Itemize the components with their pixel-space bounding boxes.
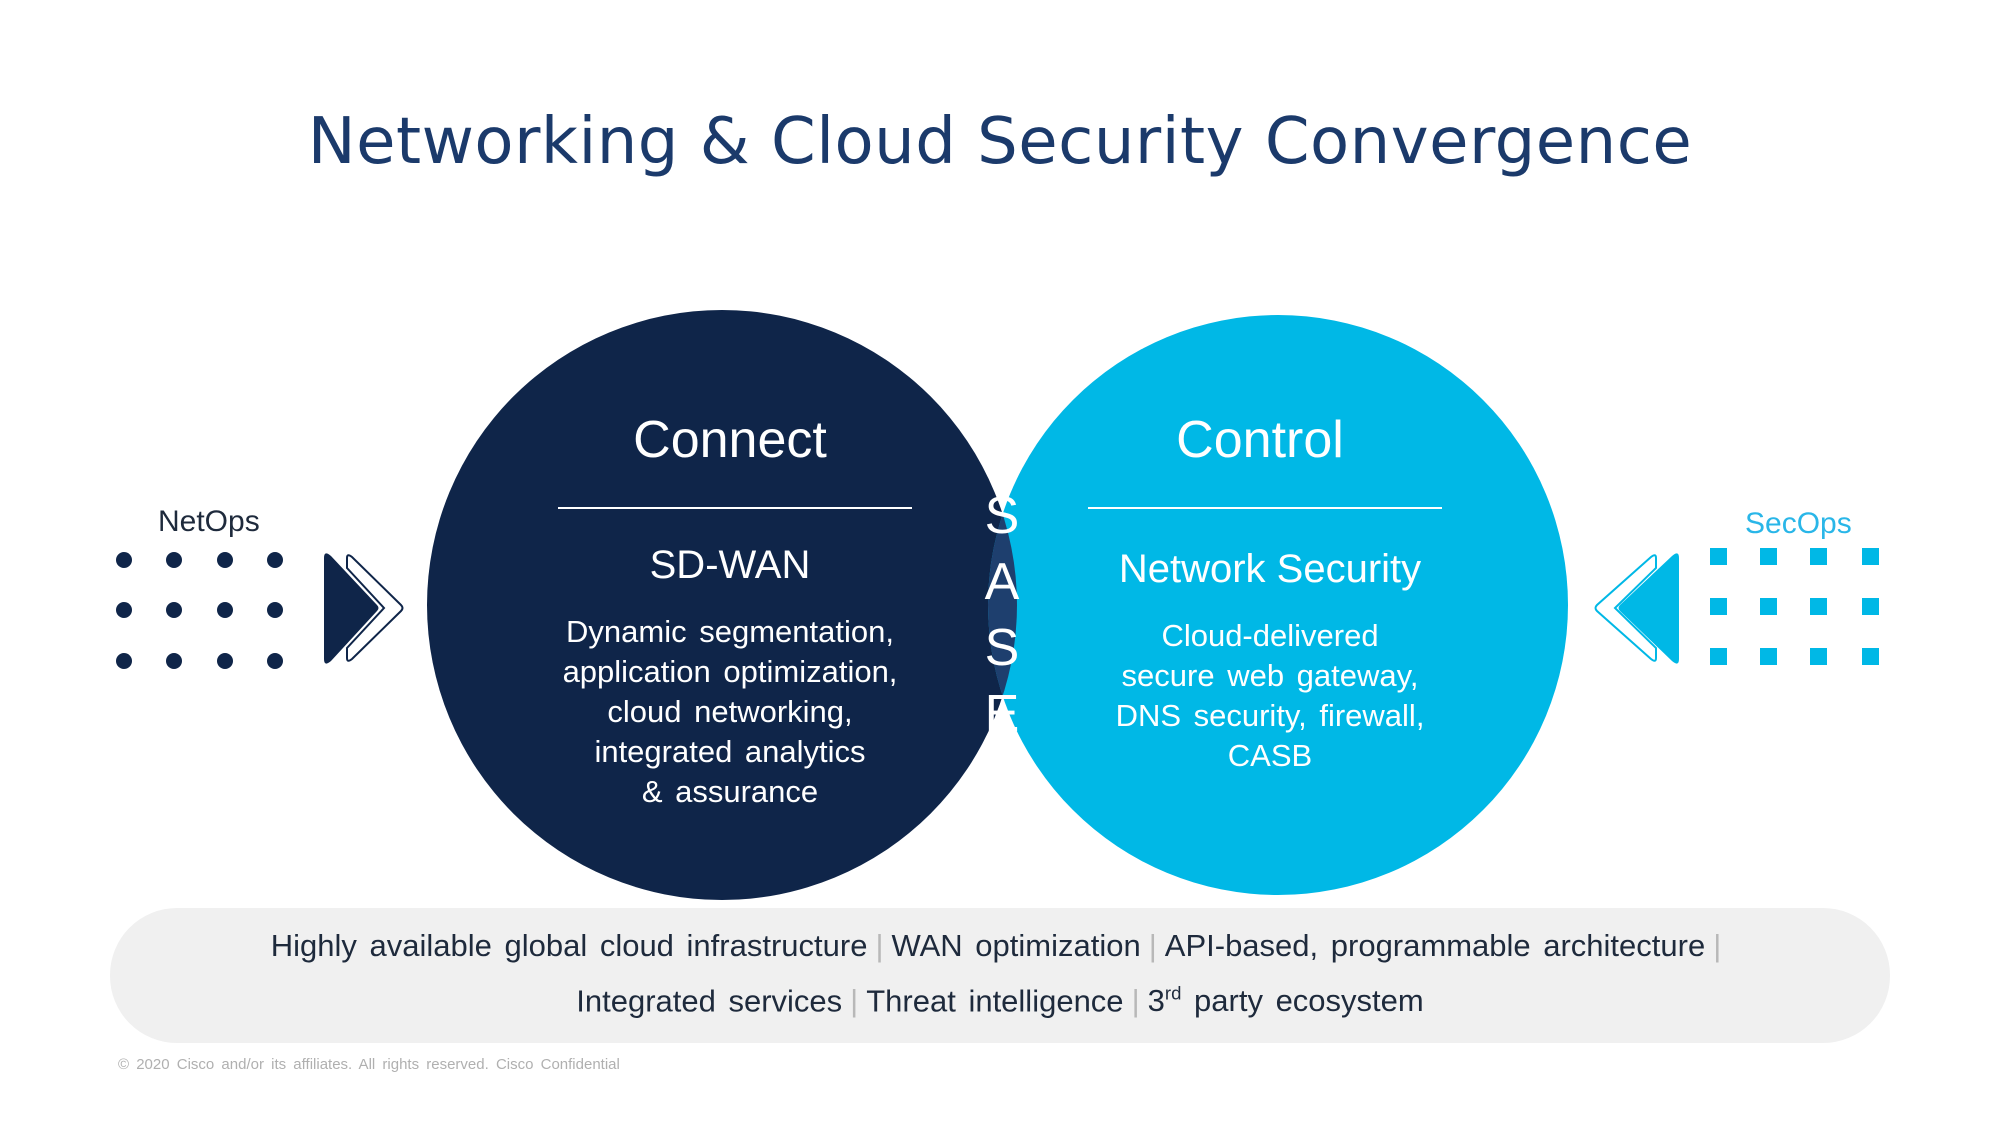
capability-item: Highly available global cloud infrastruc… bbox=[270, 928, 868, 963]
description-line: integrated analytics bbox=[594, 734, 866, 769]
square-grid-icon bbox=[1710, 548, 1879, 665]
capability-item-ecosystem: 3rd party ecosystem bbox=[1148, 983, 1424, 1018]
network-security-subheading: Network Security bbox=[1118, 547, 1422, 591]
netops-label: NetOps bbox=[158, 505, 260, 538]
control-heading: Control bbox=[1176, 411, 1344, 469]
sase-letter: A bbox=[984, 553, 1020, 611]
separator: | bbox=[1713, 928, 1722, 963]
sdwan-subheading: SD-WAN bbox=[649, 543, 811, 587]
double-chevron-right-icon bbox=[324, 553, 404, 664]
separator: | bbox=[850, 983, 859, 1019]
description-line: Dynamic segmentation, bbox=[566, 614, 894, 649]
capabilities-band bbox=[110, 908, 1890, 1043]
description-line: CASB bbox=[1227, 738, 1313, 773]
ecosystem-text: party ecosystem bbox=[1181, 983, 1424, 1019]
ordinal-suffix: rd bbox=[1164, 983, 1182, 1004]
capability-item: Threat intelligence bbox=[866, 983, 1124, 1019]
connect-description: Dynamic segmentation, application optimi… bbox=[520, 612, 940, 812]
capability-item: Integrated services bbox=[576, 983, 843, 1019]
capability-item: WAN optimization bbox=[891, 928, 1141, 963]
description-line: & assurance bbox=[641, 774, 819, 809]
capabilities-line-2: Integrated services|Threat intelligence|… bbox=[110, 983, 1890, 1019]
copyright-footer: © 2020 Cisco and/or its affiliates. All … bbox=[118, 1056, 620, 1073]
control-description: Cloud-delivered secure web gateway, DNS … bbox=[1060, 616, 1480, 776]
secops-label: SecOps bbox=[1745, 507, 1852, 540]
connect-circle bbox=[427, 310, 1017, 900]
description-line: DNS security, firewall, bbox=[1115, 698, 1425, 733]
description-line: application optimization, bbox=[562, 654, 898, 689]
description-line: cloud networking, bbox=[607, 694, 853, 729]
control-circle bbox=[988, 315, 1568, 895]
sase-letter: E bbox=[984, 685, 1020, 743]
connect-heading: Connect bbox=[633, 411, 827, 469]
sase-letter: S bbox=[984, 619, 1020, 677]
sase-label: S A S E bbox=[980, 483, 1024, 747]
double-chevron-left-icon bbox=[1594, 553, 1679, 664]
description-line: Cloud-delivered bbox=[1161, 618, 1379, 653]
dot-grid-icon bbox=[116, 552, 283, 669]
capability-item: API-based, programmable architecture bbox=[1164, 928, 1706, 963]
ordinal-number: 3 bbox=[1147, 983, 1165, 1019]
separator: | bbox=[1148, 928, 1157, 963]
sase-letter: S bbox=[984, 487, 1020, 545]
page-title: Networking & Cloud Security Convergence bbox=[307, 105, 1693, 179]
description-line: secure web gateway, bbox=[1121, 658, 1419, 693]
separator: | bbox=[875, 928, 884, 963]
capabilities-line-1: Highly available global cloud infrastruc… bbox=[110, 928, 1890, 964]
separator: | bbox=[1131, 983, 1140, 1019]
